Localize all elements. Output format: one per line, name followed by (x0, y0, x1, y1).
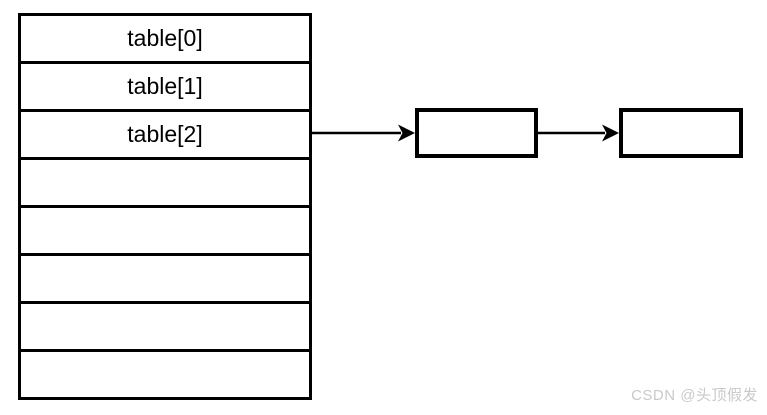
table-cell-1: table[1] (18, 61, 312, 112)
arrow-node1-to-node2 (537, 124, 619, 142)
table-cell-0: table[0] (18, 13, 312, 64)
watermark-text: CSDN @头顶假发 (631, 387, 758, 404)
linked-list-node-1 (415, 108, 538, 158)
table-cell-6 (18, 301, 312, 352)
table-cell-5 (18, 253, 312, 304)
linked-list-node-2 (619, 108, 743, 158)
arrow-table2-to-node1 (312, 124, 415, 142)
table-cell-3 (18, 157, 312, 208)
hash-table-array: table[0] table[1] table[2] (18, 13, 312, 400)
table-cell-2: table[2] (18, 109, 312, 160)
table-cell-4 (18, 205, 312, 256)
table-cell-7 (18, 349, 312, 400)
